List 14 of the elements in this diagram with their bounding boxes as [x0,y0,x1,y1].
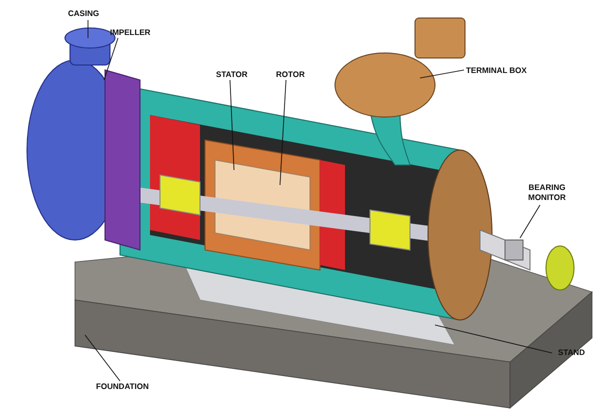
leader-line [280,80,286,186]
part-label: FOUNDATION [96,382,149,392]
part-label: CASING [68,9,100,19]
leader-line [104,38,118,80]
leader-line [434,324,552,354]
leader-line [520,204,540,238]
part-label: IMPELLER [110,28,150,38]
part-label: TERMINAL BOX [466,66,527,76]
part-label: ROTOR [276,70,305,80]
leader-line [420,70,464,78]
part-label: STATOR [216,70,248,80]
part-label: BEARING MONITOR [520,183,574,203]
leader-line [84,334,120,382]
leader-line [230,80,234,170]
